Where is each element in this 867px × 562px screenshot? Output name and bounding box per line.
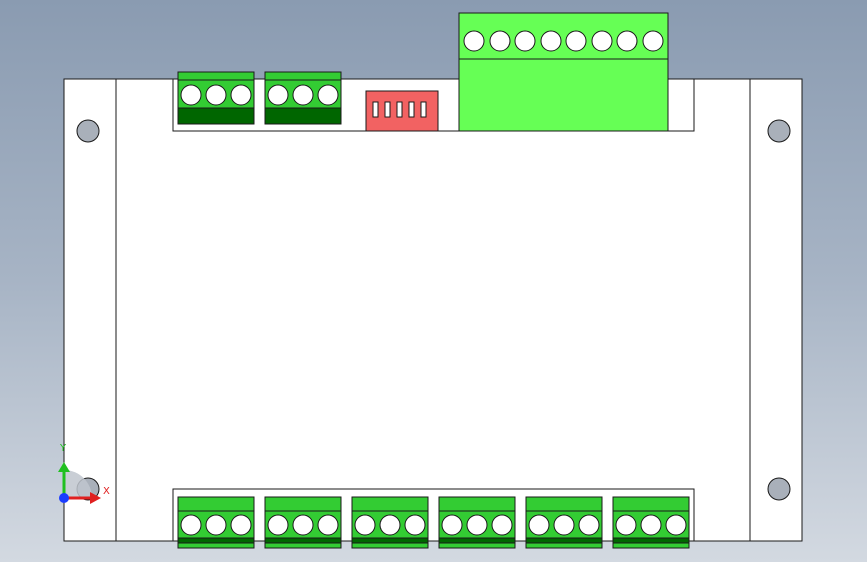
bottom-terminal-2[interactable] — [264, 496, 342, 549]
triad-rotation-disc — [64, 470, 92, 498]
board-body — [63, 78, 803, 542]
mounting-hole-top-left[interactable] — [76, 119, 100, 143]
bottom-terminal-5[interactable] — [525, 496, 603, 549]
bottom-terminal-4[interactable] — [438, 496, 516, 549]
x-axis-label: X — [103, 486, 110, 497]
z-axis-origin — [59, 493, 69, 503]
y-axis-label: Y — [60, 443, 67, 454]
top-terminal-1[interactable] — [177, 71, 255, 125]
coordinate-triad[interactable] — [58, 462, 101, 504]
mounting-hole-top-right[interactable] — [767, 119, 791, 143]
bottom-connector-strip — [172, 488, 695, 541]
dip-switch[interactable] — [365, 90, 439, 132]
bottom-terminal-3[interactable] — [351, 496, 429, 549]
bottom-terminal-6[interactable] — [612, 496, 690, 549]
bottom-terminal-1[interactable] — [177, 496, 255, 549]
top-large-terminal[interactable] — [458, 12, 669, 132]
mounting-hole-bottom-right[interactable] — [767, 477, 791, 501]
top-terminal-2[interactable] — [264, 71, 342, 125]
